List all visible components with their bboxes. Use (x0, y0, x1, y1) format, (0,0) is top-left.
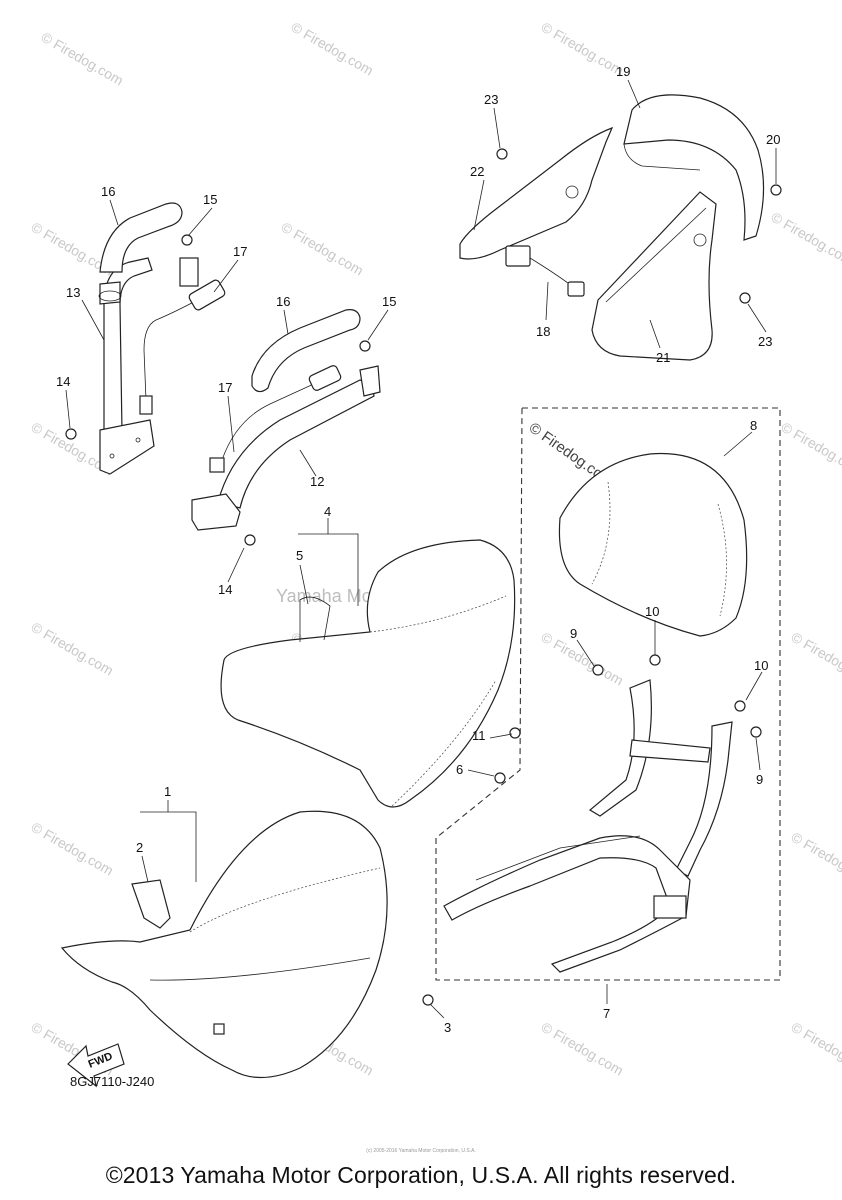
grab-rail-right (191, 309, 381, 546)
copyright-notice: ©2013 Yamaha Motor Corporation, U.S.A. A… (105, 1162, 737, 1188)
fasteners (65, 428, 434, 1006)
callout-15: 15 (382, 294, 396, 309)
backrest-frame (443, 654, 762, 973)
callout-1: 1 (164, 784, 171, 799)
callout-5: 5 (296, 548, 303, 563)
callout-20: 20 (766, 132, 780, 147)
callout-11: 11 (472, 728, 486, 743)
callout-23: 23 (758, 334, 772, 349)
callout-21: 21 (656, 350, 670, 365)
watermark: © Firedog.com (539, 629, 627, 689)
watermark: © Firedog.com (769, 209, 842, 269)
callout-19: 19 (616, 64, 630, 79)
callout-14: 14 (218, 582, 232, 597)
callout-22: 22 (470, 164, 484, 179)
watermark: © Firedog.com (289, 19, 377, 79)
backrest (558, 452, 748, 637)
passenger-seat (220, 539, 516, 808)
callout-14: 14 (56, 374, 70, 389)
callout-17: 17 (233, 244, 247, 259)
watermark: © Firedog.com (779, 419, 842, 479)
callout-23: 23 (484, 92, 498, 107)
watermark: © Firedog.com (279, 219, 367, 279)
callout-18: 18 (536, 324, 550, 339)
callout-10: 10 (645, 604, 659, 619)
callout-16: 16 (101, 184, 115, 199)
watermark: © Firedog.com (789, 629, 842, 689)
rider-seat (60, 810, 388, 1079)
watermark: © Firedog.com (29, 619, 117, 679)
callout-3: 3 (444, 1020, 451, 1035)
callout-10: 10 (754, 658, 768, 673)
fwd-arrow-icon: FWD (67, 1043, 125, 1088)
callout-4: 4 (324, 504, 331, 519)
callout-17: 17 (218, 380, 232, 395)
watermark: © Firedog.com (789, 1019, 842, 1079)
callout-12: 12 (310, 474, 324, 489)
callout-6: 6 (456, 762, 463, 777)
callout-8: 8 (750, 418, 757, 433)
callout-7: 7 (603, 1006, 610, 1021)
callout-labels: 16 15 17 13 14 16 15 17 12 14 4 5 23 22 … (56, 64, 780, 1089)
watermark: © Firedog.com (29, 819, 117, 879)
leader-lines (65, 79, 777, 1019)
watermark: © Firedog.com (539, 19, 627, 79)
tiny-copyright-text: (c) 2005-2016 Yamaha Motor Corporation, … (366, 1148, 476, 1154)
callout-16: 16 (276, 294, 290, 309)
inset-frame (435, 407, 781, 981)
diagram-code: 8GJ7110-J240 (70, 1074, 154, 1089)
callout-9: 9 (756, 772, 763, 787)
callout-2: 2 (136, 840, 143, 855)
grab-rail-left (98, 202, 226, 475)
watermark: © Firedog.com (539, 1019, 627, 1079)
callout-9: 9 (570, 626, 577, 641)
watermark: © Firedog.com (789, 829, 842, 889)
callout-15: 15 (203, 192, 217, 207)
side-covers (459, 94, 782, 361)
callout-13: 13 (66, 285, 80, 300)
watermark: © Firedog.com (39, 29, 127, 89)
